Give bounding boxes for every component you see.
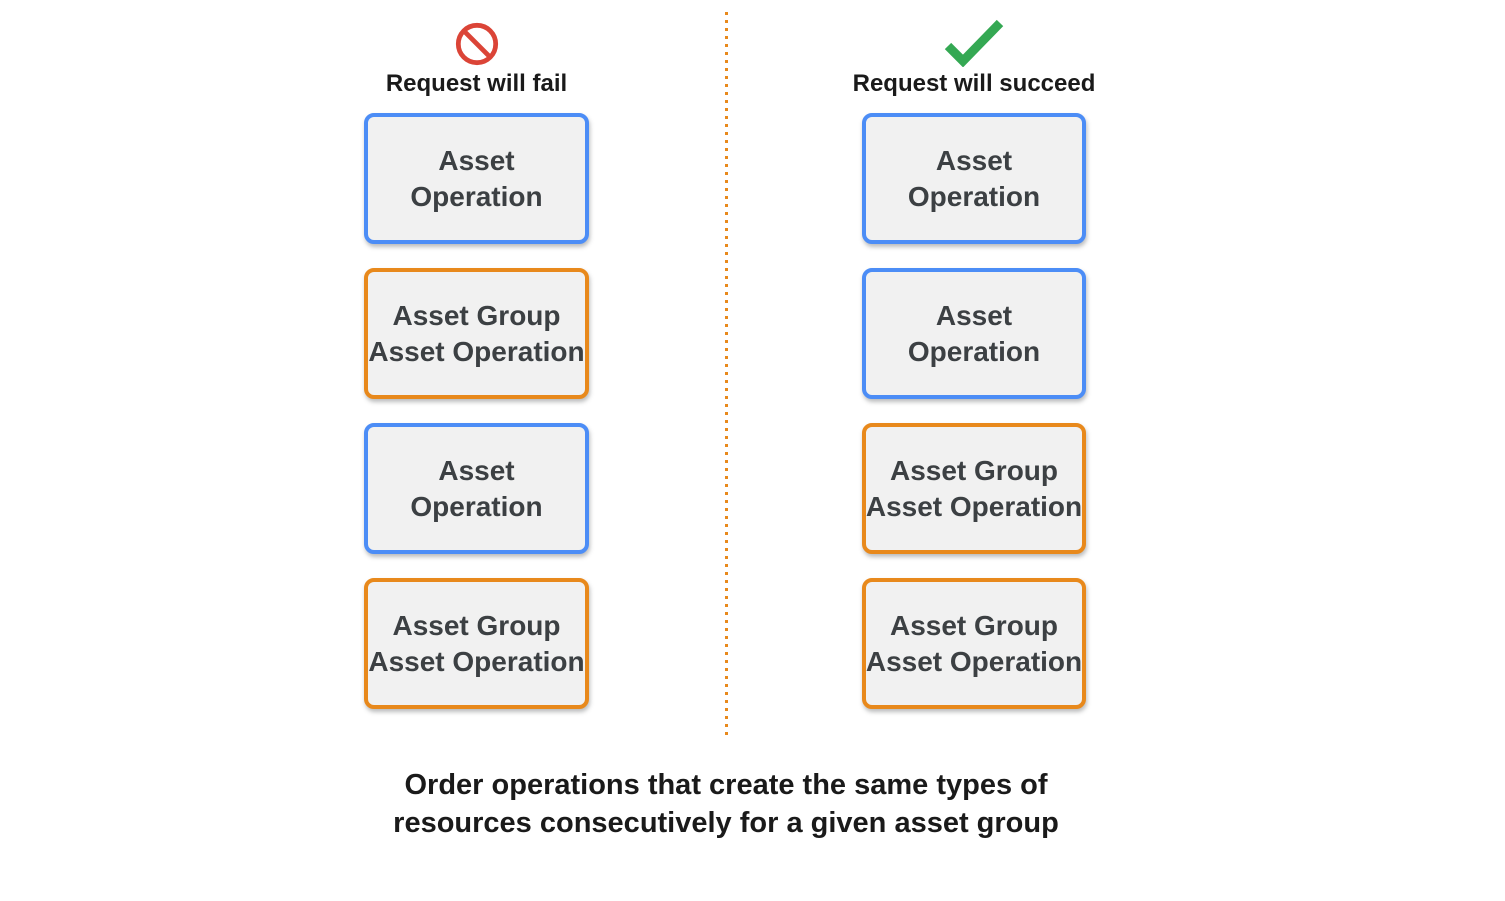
box-asset-group-asset-operation: Asset Group Asset Operation xyxy=(861,423,1087,554)
box-label-line: Asset Operation xyxy=(368,335,585,367)
box-label-line: Asset Operation xyxy=(368,645,585,677)
success-box-list: Asset Operation Asset Operation Asset Gr… xyxy=(861,113,1087,709)
fail-column-title: Request will fail xyxy=(385,70,568,97)
box-label-line: Asset Operation xyxy=(865,645,1083,677)
box-asset-operation: Asset Operation xyxy=(861,113,1087,244)
prohibition-icon xyxy=(455,22,498,66)
box-label-line: Asset xyxy=(438,454,515,486)
dotted-divider-line xyxy=(725,12,728,740)
box-asset-operation: Asset Operation xyxy=(861,268,1087,399)
box-label-line: Asset xyxy=(935,144,1013,176)
box-label-line: Operation xyxy=(410,180,543,212)
box-asset-group-asset-operation: Asset Group Asset Operation xyxy=(861,578,1087,709)
box-label-line: Asset Operation xyxy=(865,490,1083,522)
box-asset-group-asset-operation: Asset Group Asset Operation xyxy=(364,578,589,709)
box-asset-operation: Asset Operation xyxy=(364,423,589,554)
fail-column: Request will fail Asset Operation Asset … xyxy=(333,15,620,709)
box-asset-group-asset-operation: Asset Group Asset Operation xyxy=(364,268,589,399)
box-label-line: Asset xyxy=(935,299,1013,331)
box-label-line: Asset Group xyxy=(889,454,1059,486)
caption-line-1: Order operations that create the same ty… xyxy=(404,769,1048,801)
box-label-line: Asset Group xyxy=(889,609,1059,641)
diagram-caption: Order operations that create the same ty… xyxy=(0,766,1452,842)
success-icon-wrap xyxy=(944,15,1004,67)
fail-icon-wrap xyxy=(454,15,500,67)
box-label-line: Asset Group xyxy=(392,299,561,331)
success-column-title: Request will succeed xyxy=(852,70,1096,97)
box-asset-operation: Asset Operation xyxy=(364,113,589,244)
checkmark-icon xyxy=(944,19,1004,67)
fail-box-list: Asset Operation Asset Group Asset Operat… xyxy=(364,113,589,709)
box-label-line: Operation xyxy=(907,335,1041,367)
box-label-line: Asset xyxy=(438,144,515,176)
caption-line-2: resources consecutively for a given asse… xyxy=(393,807,1059,839)
box-label-line: Operation xyxy=(907,180,1041,212)
box-label-line: Operation xyxy=(410,490,543,522)
success-column: Request will succeed Asset Operation Ass… xyxy=(830,15,1118,709)
box-label-line: Asset Group xyxy=(392,609,561,641)
